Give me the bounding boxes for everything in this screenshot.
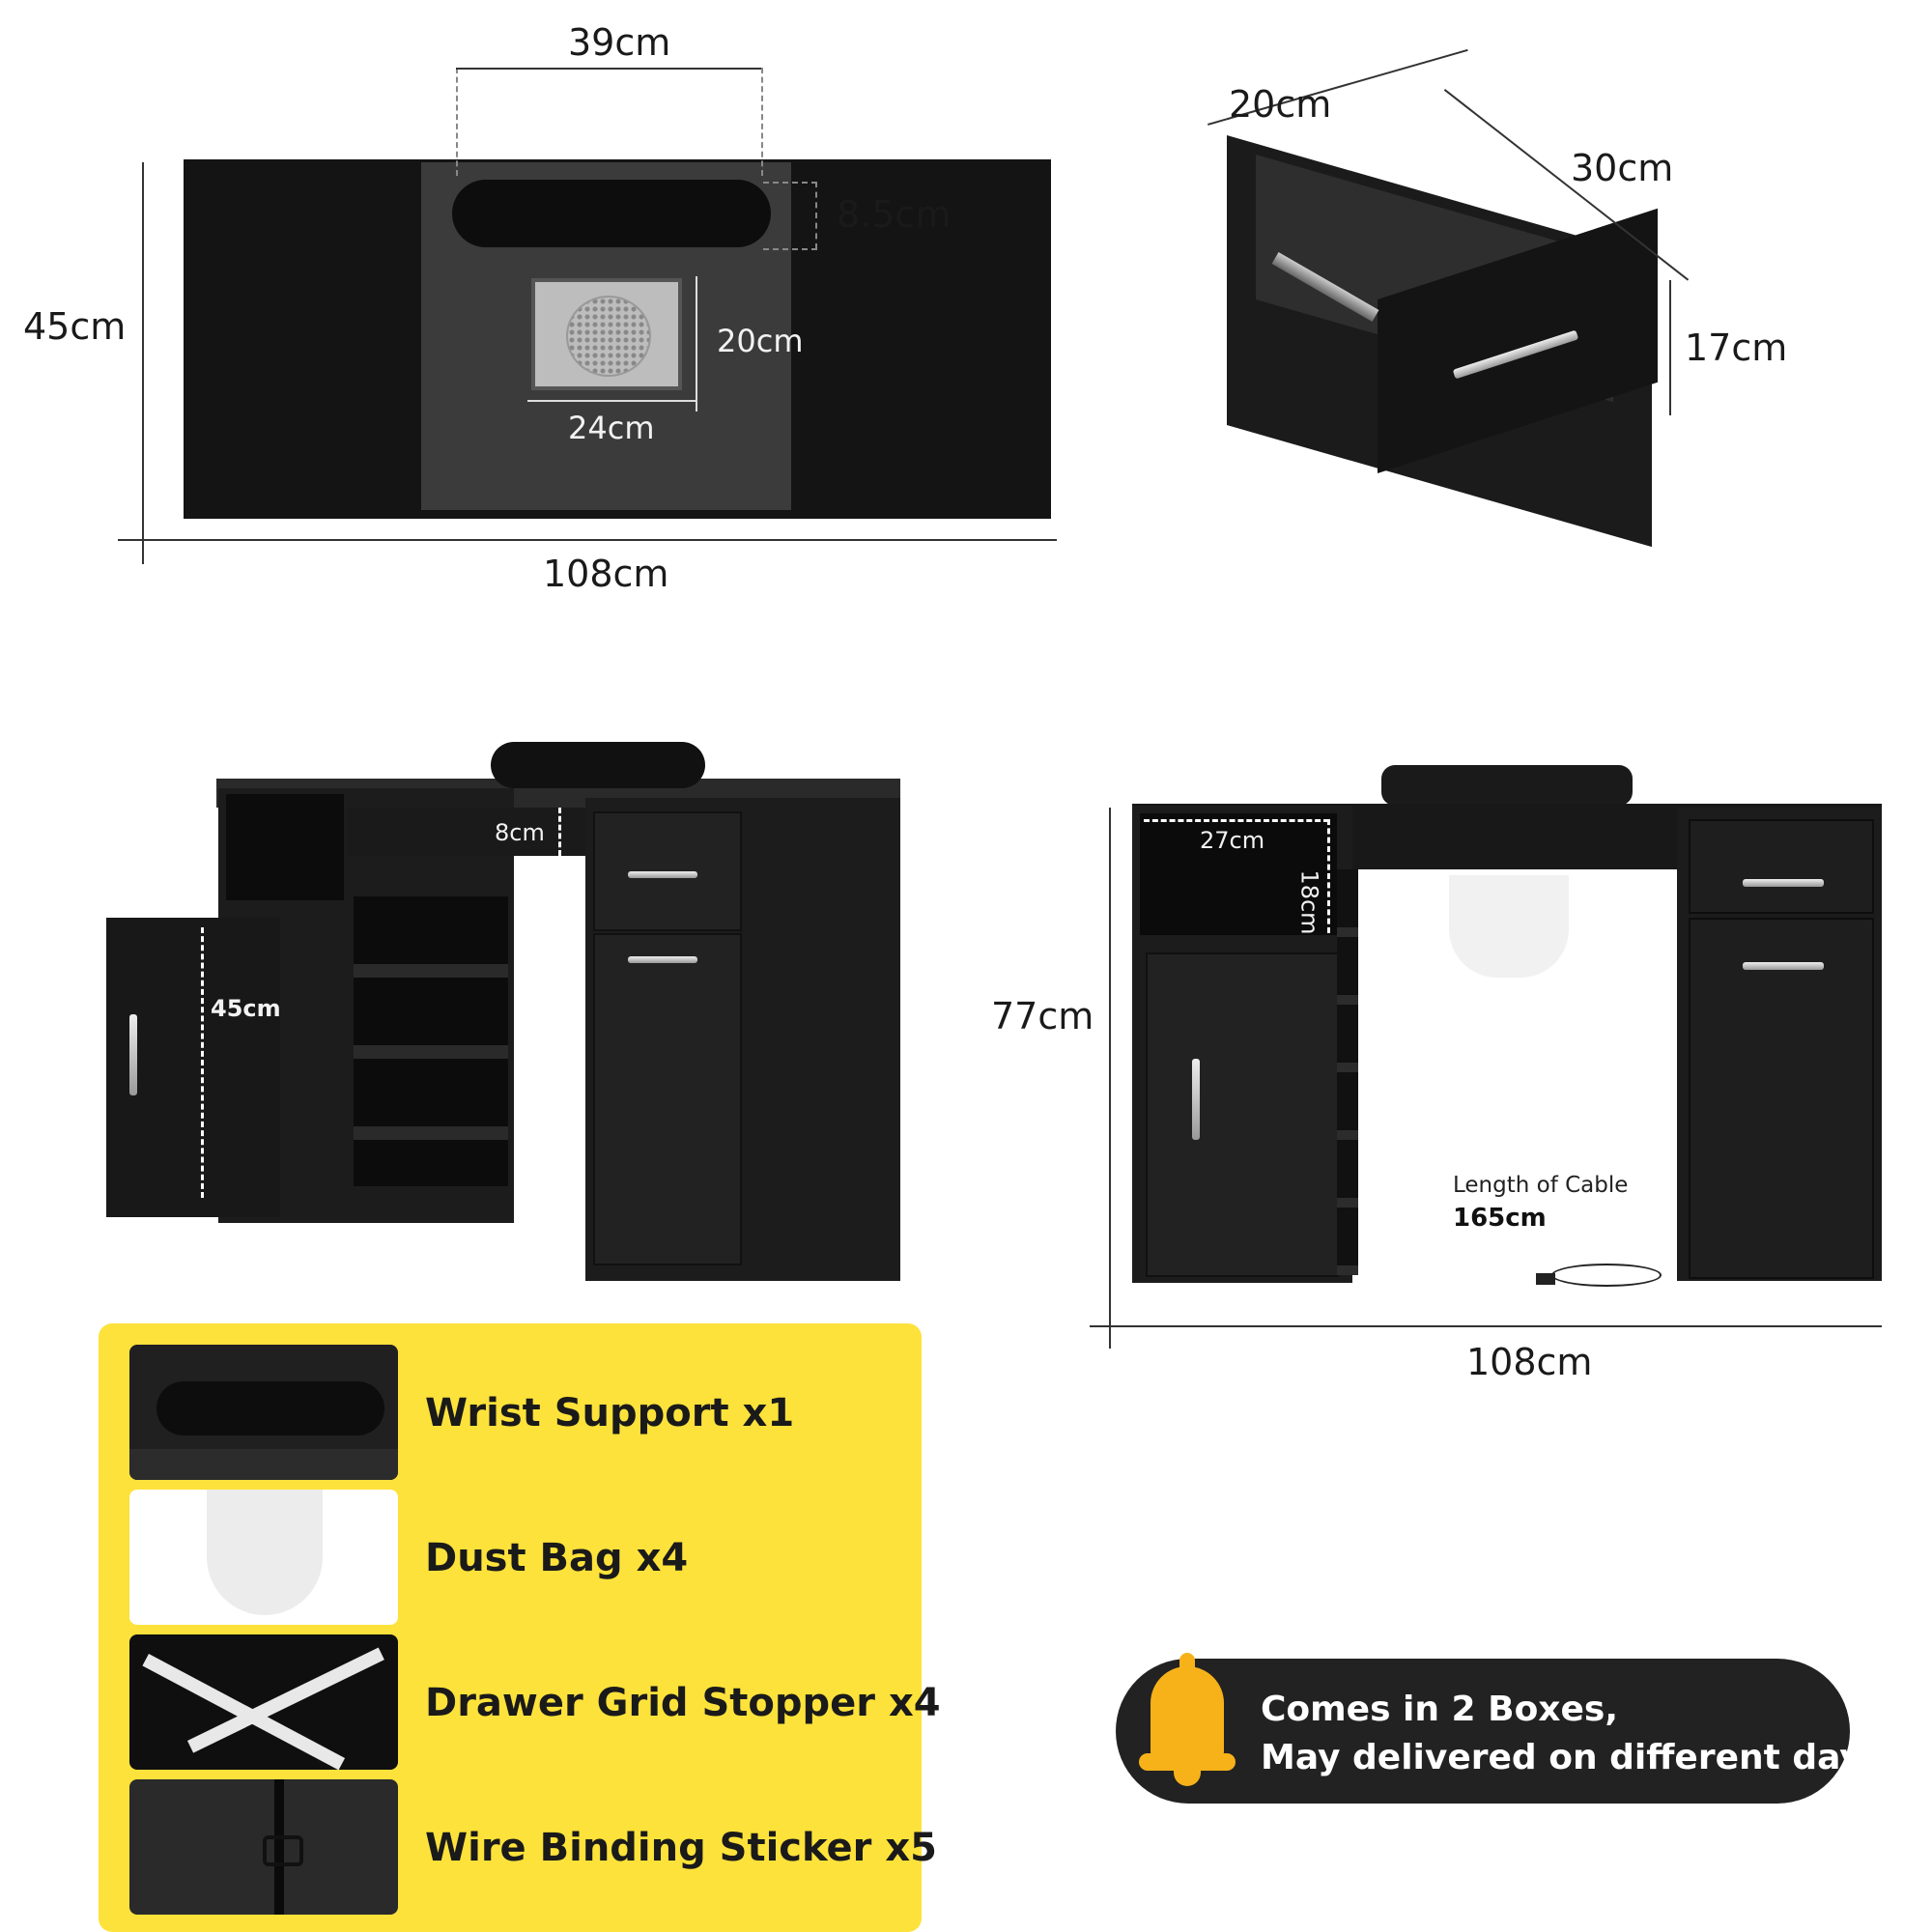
- bell-icon: [1139, 1653, 1236, 1798]
- drawer-width-label: 20cm: [1229, 83, 1332, 126]
- fan-grille: [531, 278, 682, 390]
- open-shelf: [226, 794, 344, 900]
- bell-clapper: [1174, 1769, 1201, 1786]
- delivery-notice: Comes in 2 Boxes, May delivered on diffe…: [1116, 1653, 1883, 1804]
- clearance-label: 8cm: [495, 819, 545, 846]
- pull-out-handle: [129, 1014, 137, 1095]
- right-drawer-front-2: [1689, 819, 1874, 914]
- fan-height-label: 20cm: [717, 323, 804, 359]
- accessory-row: Dust Bag x4: [129, 1490, 902, 1625]
- notice-line-2: May delivered on different days: [1261, 1738, 1884, 1777]
- wrist-support-shape: [156, 1381, 384, 1435]
- height-label: 77cm: [991, 995, 1094, 1037]
- dim-guide: [201, 927, 204, 1198]
- cable-value: 165cm: [1453, 1204, 1547, 1233]
- width-label: 108cm: [543, 553, 669, 595]
- accessory-row: Drawer Grid Stopper x4: [129, 1634, 941, 1770]
- wire-shape: [274, 1779, 284, 1915]
- accessory-label: Drawer Grid Stopper x4: [425, 1681, 941, 1725]
- left-door-handle: [1192, 1059, 1200, 1140]
- center-apron: [348, 808, 589, 856]
- grid-bar: [142, 1654, 346, 1770]
- dim-line: [1669, 280, 1671, 415]
- wrist-support-image: [129, 1345, 398, 1480]
- cable-title: Length of Cable: [1453, 1173, 1629, 1198]
- wrist-height-label: 8.5cm: [837, 193, 952, 236]
- dust-bag-shape: [207, 1490, 323, 1615]
- fan-width-label: 24cm: [568, 410, 655, 446]
- power-plug-icon: [1536, 1273, 1555, 1285]
- accessory-row: Wire Binding Sticker x5: [129, 1779, 937, 1915]
- left-open-shelf: [1140, 813, 1337, 935]
- side-drawer-height-label: 45cm: [211, 995, 281, 1022]
- dim-guide: [1327, 819, 1330, 933]
- grid-stopper-image: [129, 1634, 398, 1770]
- dim-guide: [456, 68, 458, 176]
- accessory-row: Wrist Support x1: [129, 1345, 902, 1480]
- wrist-rest-front: [1381, 765, 1633, 806]
- dust-bag: [1449, 875, 1569, 978]
- accessory-label: Wire Binding Sticker x5: [425, 1826, 937, 1870]
- dim-line: [1090, 1325, 1882, 1327]
- bell-body: [1151, 1666, 1224, 1759]
- right-door-handle: [628, 956, 697, 963]
- dim-guide: [558, 808, 561, 856]
- dust-bag-image: [129, 1490, 398, 1625]
- accessories-panel: Wrist Support x1 Dust Bag x4 Drawer Grid…: [99, 1323, 941, 1932]
- dim-line: [456, 68, 761, 70]
- front-width-label: 108cm: [1466, 1341, 1593, 1383]
- wrist-rest-top: [452, 180, 771, 247]
- accessory-label: Dust Bag x4: [425, 1536, 689, 1580]
- bell-rim: [1139, 1753, 1236, 1771]
- dim-guide: [761, 68, 763, 176]
- drawer-height-label: 17cm: [1685, 327, 1788, 369]
- bell-knob: [1179, 1653, 1195, 1670]
- dim-line: [1109, 808, 1111, 1349]
- sticker-clip: [263, 1835, 303, 1866]
- right-drawer-handle: [628, 871, 697, 878]
- dim-guide: [763, 182, 817, 184]
- right-drawer-handle-2: [1743, 879, 1824, 887]
- cable-cord: [1551, 1264, 1662, 1287]
- depth-label: 45cm: [23, 305, 127, 348]
- dim-guide: [763, 248, 817, 250]
- left-door: [1146, 952, 1339, 1277]
- drawer-depth-label: 30cm: [1571, 147, 1674, 189]
- dim-guide: [1144, 819, 1329, 822]
- side-rack: [1337, 869, 1358, 1275]
- dim-line: [696, 276, 697, 412]
- right-door-handle-2: [1743, 962, 1824, 970]
- dim-guide: [815, 182, 817, 249]
- shelf-height-label: 18cm: [1295, 869, 1323, 935]
- dim-line: [527, 400, 696, 402]
- side-shelves: [354, 896, 508, 1186]
- dim-line: [118, 539, 1057, 541]
- wire-sticker-image: [129, 1779, 398, 1915]
- table-edge: [129, 1449, 398, 1480]
- right-door-front: [1689, 918, 1874, 1279]
- dim-line: [142, 162, 144, 564]
- shelf-width-label: 27cm: [1200, 827, 1265, 854]
- wrist-width-label: 39cm: [568, 21, 671, 64]
- notice-line-1: Comes in 2 Boxes,: [1261, 1690, 1619, 1729]
- fan-circle-icon: [566, 296, 651, 377]
- right-door: [593, 933, 742, 1265]
- accessory-label: Wrist Support x1: [425, 1391, 795, 1435]
- wrist-rest: [491, 742, 705, 788]
